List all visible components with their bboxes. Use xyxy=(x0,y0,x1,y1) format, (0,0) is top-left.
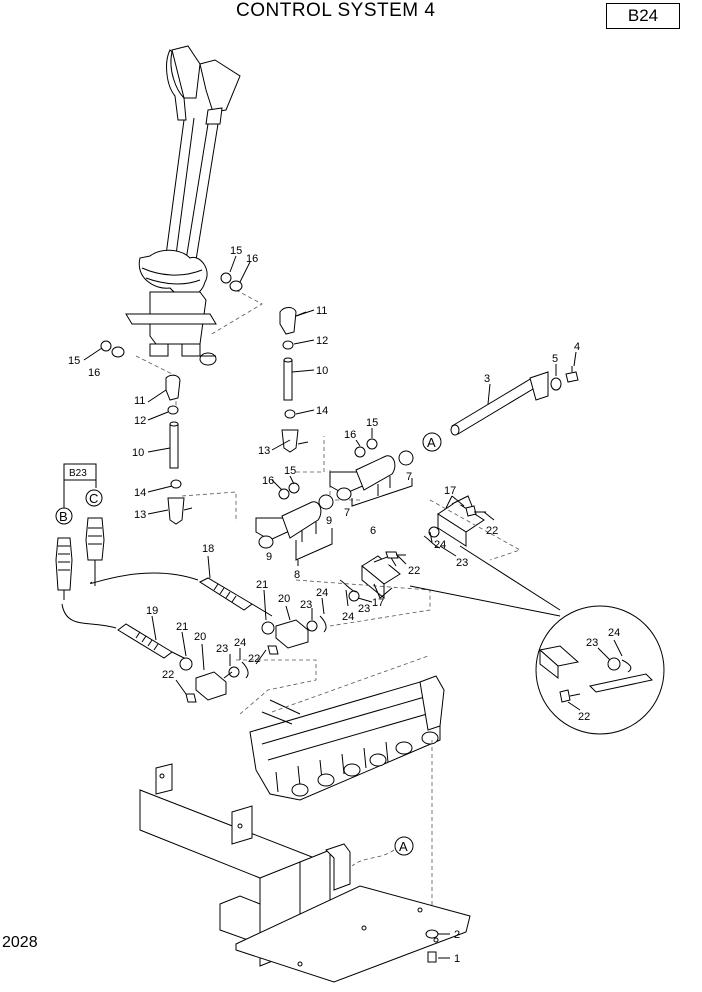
circle-ref-c: C xyxy=(85,489,103,507)
callout-24e: 24 xyxy=(608,627,620,639)
callout-22c: 22 xyxy=(248,653,260,665)
callout-15d: 15 xyxy=(284,465,296,477)
callout-22e: 22 xyxy=(578,711,590,723)
callout-labels: 1 2 3 4 5 6 7 7 8 9 9 10 10 11 11 12 12 … xyxy=(68,245,620,965)
page-title: CONTROL SYSTEM 4 xyxy=(236,0,436,21)
callout-14b: 14 xyxy=(316,405,328,417)
callout-22b: 22 xyxy=(408,565,420,577)
callout-7b: 7 xyxy=(406,471,412,483)
callout-5: 5 xyxy=(552,353,558,365)
right-linkage-parts xyxy=(278,307,378,500)
drawing-number: 2028 xyxy=(2,934,38,951)
bracket-lower xyxy=(339,551,406,602)
callout-11a: 11 xyxy=(134,395,145,407)
callout-16d: 16 xyxy=(262,475,274,487)
ref-a-bottom-label: A xyxy=(399,839,408,854)
callout-22a: 22 xyxy=(486,525,498,537)
callout-15c: 15 xyxy=(366,417,378,429)
callout-20a: 20 xyxy=(278,593,290,605)
callout-21a: 21 xyxy=(256,579,268,591)
left-linkage-parts xyxy=(100,272,243,525)
callout-24a: 24 xyxy=(434,539,446,551)
callout-4: 4 xyxy=(574,341,580,353)
callout-9a: 9 xyxy=(266,551,272,563)
callout-12b: 12 xyxy=(316,335,328,347)
callout-9b: 9 xyxy=(326,515,332,527)
circle-ref-a-bottom: A xyxy=(351,836,414,867)
callout-15b: 15 xyxy=(68,355,80,367)
linkage-arm-lower xyxy=(255,494,334,549)
linkage-arm-upper xyxy=(329,450,414,501)
cable-18 xyxy=(89,572,273,617)
callout-6: 6 xyxy=(370,525,376,537)
ref-c-label: C xyxy=(89,491,98,506)
callout-13b: 13 xyxy=(258,445,270,457)
cross-reference-frame: B23 xyxy=(63,463,97,508)
callout-11b: 11 xyxy=(316,305,327,317)
callout-16c: 16 xyxy=(344,429,356,441)
callout-2: 2 xyxy=(454,929,460,941)
callout-19: 19 xyxy=(146,605,158,617)
callout-18: 18 xyxy=(202,543,214,555)
control-valve-block xyxy=(249,675,445,801)
mounting-plate xyxy=(139,763,471,983)
circle-ref-b: B xyxy=(55,507,73,525)
callout-17a: 17 xyxy=(444,485,456,497)
callout-7a: 7 xyxy=(344,507,350,519)
callout-23b: 23 xyxy=(358,603,370,615)
callout-12a: 12 xyxy=(134,415,146,427)
cable-19 xyxy=(61,603,193,663)
callout-14a: 14 xyxy=(134,487,146,499)
callout-24c: 24 xyxy=(316,587,328,599)
callout-13a: 13 xyxy=(134,509,146,521)
callout-23a: 23 xyxy=(456,557,468,569)
callout-10a: 10 xyxy=(132,447,144,459)
callout-15a: 15 xyxy=(230,245,242,257)
callout-10b: 10 xyxy=(316,365,328,377)
callout-17b: 17 xyxy=(372,597,384,609)
ref-b-label: B xyxy=(59,509,68,524)
callout-24b: 24 xyxy=(342,611,354,623)
page-code-box: B24 xyxy=(606,3,680,29)
rod-assembly xyxy=(450,366,579,436)
callout-21b: 21 xyxy=(176,621,188,633)
callout-23e: 23 xyxy=(586,637,598,649)
callout-1: 1 xyxy=(454,953,460,965)
callout-3: 3 xyxy=(484,373,490,385)
detail-circle xyxy=(535,605,665,735)
leader-brackets xyxy=(295,478,413,566)
callout-23c: 23 xyxy=(300,599,312,611)
callout-20b: 20 xyxy=(194,631,206,643)
callout-22d: 22 xyxy=(162,669,174,681)
leader-lines xyxy=(83,255,623,959)
ref-a-top-label: A xyxy=(427,435,436,450)
callout-8: 8 xyxy=(294,569,300,581)
callout-23d: 23 xyxy=(216,643,228,655)
callout-24d: 24 xyxy=(234,637,246,649)
cross-ref-label: B23 xyxy=(69,468,87,479)
clevis-parts xyxy=(179,615,327,703)
callout-16a: 16 xyxy=(246,253,258,265)
cable-ends xyxy=(55,517,105,600)
valve-dashed-guides xyxy=(236,499,561,928)
joystick-lever-assembly xyxy=(125,45,241,366)
callout-16b: 16 xyxy=(88,367,100,379)
circle-ref-a-top: A xyxy=(422,432,442,452)
